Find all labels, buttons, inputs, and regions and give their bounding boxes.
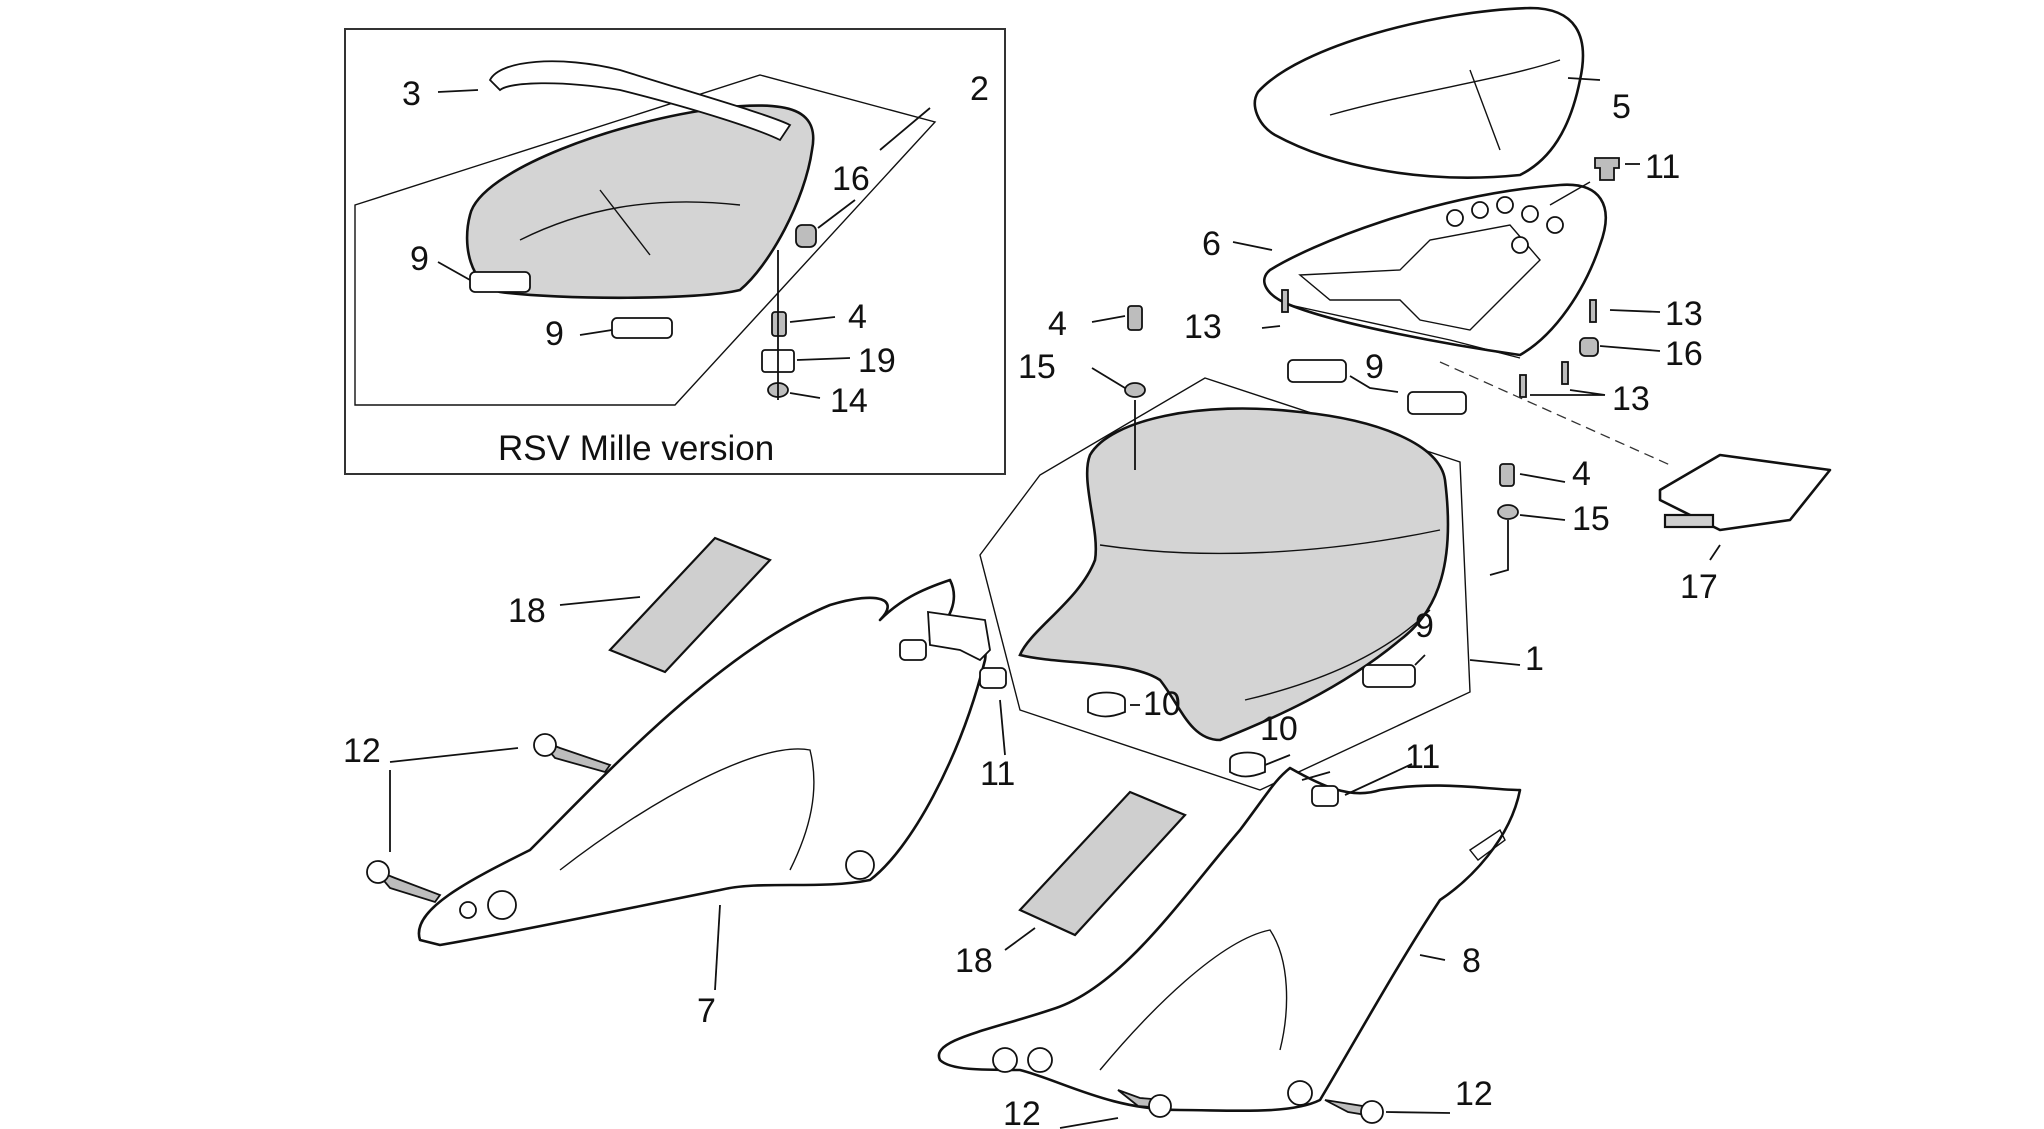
fairing-7-tab [927, 610, 991, 662]
clip-9-seat [1362, 664, 1416, 688]
callout-16-inset: 16 [832, 160, 870, 198]
bumper-11-top [1594, 157, 1620, 181]
callout-6: 6 [1202, 225, 1221, 263]
callout-18-left: 18 [508, 592, 546, 630]
seat-plane [979, 377, 1471, 791]
callout-16-main: 16 [1665, 335, 1703, 373]
rsv-screw-4 [771, 311, 787, 337]
fairing-8-body [937, 766, 1522, 1113]
screw-4-left [1127, 305, 1143, 331]
callout-4-inset: 4 [848, 298, 867, 336]
screw-13c [1561, 361, 1569, 385]
guide-dashed [1439, 361, 1671, 466]
screw-4-right [1499, 463, 1515, 487]
plate-17-body [1658, 453, 1832, 532]
rsv-grab-handle [488, 60, 792, 142]
bumper-11-left [899, 639, 927, 661]
callout-17: 17 [1680, 568, 1718, 606]
seat-base-plate-6 [1263, 183, 1607, 357]
callout-19: 19 [858, 342, 896, 380]
callout-12-bottom: 12 [1003, 1095, 1041, 1129]
bumper-16-main [1579, 337, 1599, 357]
pillion-assembly [1232, 6, 1671, 466]
screw-12b [374, 869, 442, 904]
rsv-clip-9b [611, 317, 673, 339]
pillion-seat-5 [1253, 6, 1585, 179]
bumper-10a [1087, 691, 1126, 718]
callout-3: 3 [402, 75, 421, 113]
screw-13d [1519, 374, 1527, 398]
callout-labels: 3 2 16 9 9 4 19 14 5 11 6 13 13 16 13 9 … [343, 70, 1718, 1129]
screw-13b [1589, 299, 1597, 323]
rsv-clip-9a [469, 271, 531, 293]
callout-13-right: 13 [1665, 295, 1703, 333]
callout-18-right: 18 [955, 942, 993, 980]
callout-15-left: 15 [1018, 348, 1056, 386]
callout-12-left-top: 12 [343, 732, 381, 770]
plate-17 [1658, 453, 1832, 561]
callout-9-top: 9 [1365, 348, 1384, 386]
callout-9-seat: 9 [1415, 607, 1434, 645]
callout-13-bottom: 13 [1612, 380, 1650, 418]
callout-4-left: 4 [1048, 305, 1067, 343]
callout-2: 2 [970, 70, 989, 108]
callout-15-right: 15 [1572, 500, 1610, 538]
callout-7: 7 [697, 992, 716, 1030]
screw-13a [1281, 289, 1289, 313]
rsv-bumper-16 [795, 224, 817, 248]
clip-9-top-a [1287, 359, 1347, 383]
washer-15-left [1124, 382, 1146, 398]
bumper-11-right [1311, 785, 1339, 807]
rider-seat-1 [1018, 407, 1450, 742]
clip-9-top-b [1407, 391, 1467, 415]
callout-10-b: 10 [1260, 710, 1298, 748]
inset-caption: RSV Mille version [498, 429, 774, 468]
bumper-11-mid [979, 667, 1007, 689]
callout-8: 8 [1462, 942, 1481, 980]
callout-9-inset-b: 9 [545, 315, 564, 353]
rider-seat-assembly [979, 305, 1566, 791]
callout-14: 14 [830, 382, 868, 420]
callout-1: 1 [1525, 640, 1544, 678]
velcro-18-left [608, 536, 772, 674]
callout-11-right: 11 [1405, 738, 1440, 776]
callout-13-left: 13 [1184, 308, 1222, 346]
callout-5: 5 [1612, 88, 1631, 126]
callout-11-top: 11 [1645, 148, 1680, 186]
right-side-fairing-8 [937, 763, 1522, 1129]
left-side-fairing-7 [366, 536, 1007, 991]
plate-17-strip [1663, 513, 1715, 529]
callout-4-right: 4 [1572, 455, 1591, 493]
washer-15-right [1497, 504, 1519, 520]
velcro-18-right [1018, 790, 1187, 937]
callout-10-a: 10 [1143, 685, 1181, 723]
rsv-seat-inner [519, 189, 741, 256]
callout-9-inset-a: 9 [410, 240, 429, 278]
callout-12-right: 12 [1455, 1075, 1493, 1113]
rsv-mille-inset: RSV Mille version [344, 28, 1006, 475]
callout-11-left: 11 [980, 755, 1015, 793]
bumper-10b [1229, 751, 1266, 778]
